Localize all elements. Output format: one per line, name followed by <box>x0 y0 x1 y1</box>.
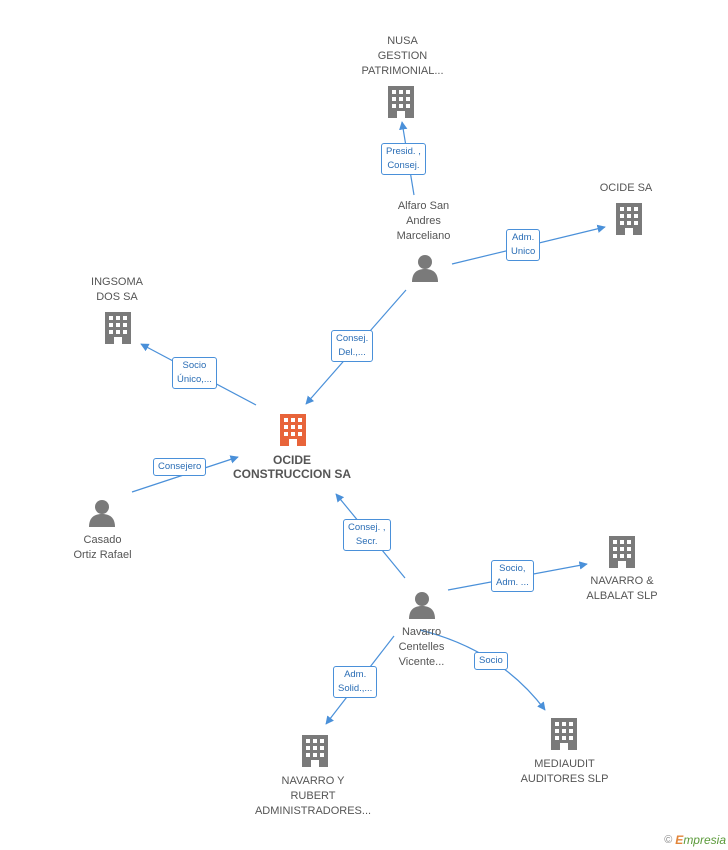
building-icon[interactable] <box>616 203 642 235</box>
label-line: NAVARRO & <box>590 575 654 587</box>
person-icon[interactable] <box>409 592 435 619</box>
label-line: Navarro <box>401 626 442 638</box>
edge-label-navarro-albalat[interactable]: Socio, Adm. ... <box>491 560 534 592</box>
label-line: Casado <box>83 534 122 546</box>
edge-label-casado-main[interactable]: Consejero <box>153 458 207 476</box>
label-line: RUBERT <box>290 790 336 802</box>
label-line: Consej. <box>336 333 369 344</box>
label-line: Marceliano <box>396 230 451 242</box>
label-line: DOS SA <box>96 291 138 303</box>
label-line: Socio <box>479 655 503 666</box>
edge-label-navarro-main[interactable]: Consej. , Secr. <box>343 519 391 551</box>
person-icon[interactable] <box>412 255 438 282</box>
empresia-logo: Empresia <box>675 833 726 847</box>
label-line: Consejero <box>158 461 202 472</box>
label-line: Solid.,... <box>338 683 373 694</box>
node-main-label[interactable]: OCIDE CONSTRUCCION SA <box>222 453 362 481</box>
label-line: Consej. <box>387 160 420 171</box>
edge-label-navarro-rubert[interactable]: Adm. Solid.,... <box>333 666 378 698</box>
building-icon[interactable] <box>302 735 328 767</box>
label-line: Vicente... <box>398 656 445 668</box>
label-line: Socio, <box>499 563 526 574</box>
label-line: NAVARRO Y <box>281 775 345 787</box>
building-icon[interactable] <box>105 312 131 344</box>
label-line: Alfaro San <box>397 200 450 212</box>
person-icon[interactable] <box>89 500 115 527</box>
building-icon[interactable] <box>388 86 414 118</box>
label-line: MEDIAUDIT <box>534 758 595 770</box>
label-line: Centelles <box>398 641 445 653</box>
label-line: Andres <box>406 215 441 227</box>
edge-label-alfaro-main[interactable]: Consej. Del.,... <box>331 330 374 362</box>
label-line: Consej. , <box>348 522 386 533</box>
label-line: Socio <box>182 360 207 371</box>
node-alfaro-label[interactable]: Alfaro San Andres Marceliano <box>376 199 471 244</box>
label-line: Unico <box>511 246 536 257</box>
edge-label-alfaro-nusa[interactable]: Presid. , Consej. <box>381 143 426 175</box>
label-line: GESTION <box>377 50 428 62</box>
building-icon[interactable] <box>280 414 306 446</box>
node-ingsoma-label[interactable]: INGSOMA DOS SA <box>72 275 162 305</box>
label-line: CONSTRUCCION SA <box>232 467 351 481</box>
node-navarro-label[interactable]: Navarro Centelles Vicente... <box>374 625 469 670</box>
label-line: Adm. <box>344 669 367 680</box>
label-line: PATRIMONIAL... <box>361 65 444 77</box>
label-line: ALBALAT SLP <box>586 590 658 602</box>
building-icon[interactable] <box>551 718 577 750</box>
node-albalat-label[interactable]: NAVARRO & ALBALAT SLP <box>572 574 672 604</box>
copyright-icon: © <box>664 834 673 846</box>
node-nusa-label[interactable]: NUSA GESTION PATRIMONIAL... <box>355 34 450 79</box>
empresia-watermark: © Empresia <box>664 833 726 847</box>
label-line: INGSOMA <box>91 276 143 288</box>
edge-label-navarro-mediaudit[interactable]: Socio <box>474 652 508 670</box>
edges <box>131 121 606 725</box>
node-mediaudit-label[interactable]: MEDIAUDIT AUDITORES SLP <box>512 757 617 787</box>
building-icon[interactable] <box>609 536 635 568</box>
node-casado-label[interactable]: Casado Ortiz Rafael <box>55 533 150 563</box>
node-ocide-sa-label[interactable]: OCIDE SA <box>586 181 666 196</box>
label-line: NUSA <box>387 35 418 47</box>
label-line: AUDITORES SLP <box>520 773 609 785</box>
edge-label-alfaro-ocide[interactable]: Adm. Unico <box>506 229 541 261</box>
label-line: ADMINISTRADORES... <box>254 805 372 817</box>
label-line: OCIDE <box>272 453 311 467</box>
label-line: Ortiz Rafael <box>73 549 132 561</box>
label-line: Presid. , <box>386 146 421 157</box>
label-line: Adm. ... <box>496 577 529 588</box>
label-line: Único,... <box>177 374 212 385</box>
label-line: Adm. <box>512 232 535 243</box>
label-line: OCIDE SA <box>599 182 653 194</box>
label-line: Del.,... <box>338 347 366 358</box>
edge-label-main-ingsoma[interactable]: Socio Único,... <box>172 357 217 389</box>
label-line: Secr. <box>355 536 378 547</box>
node-rubert-label[interactable]: NAVARRO Y RUBERT ADMINISTRADORES... <box>252 774 374 819</box>
